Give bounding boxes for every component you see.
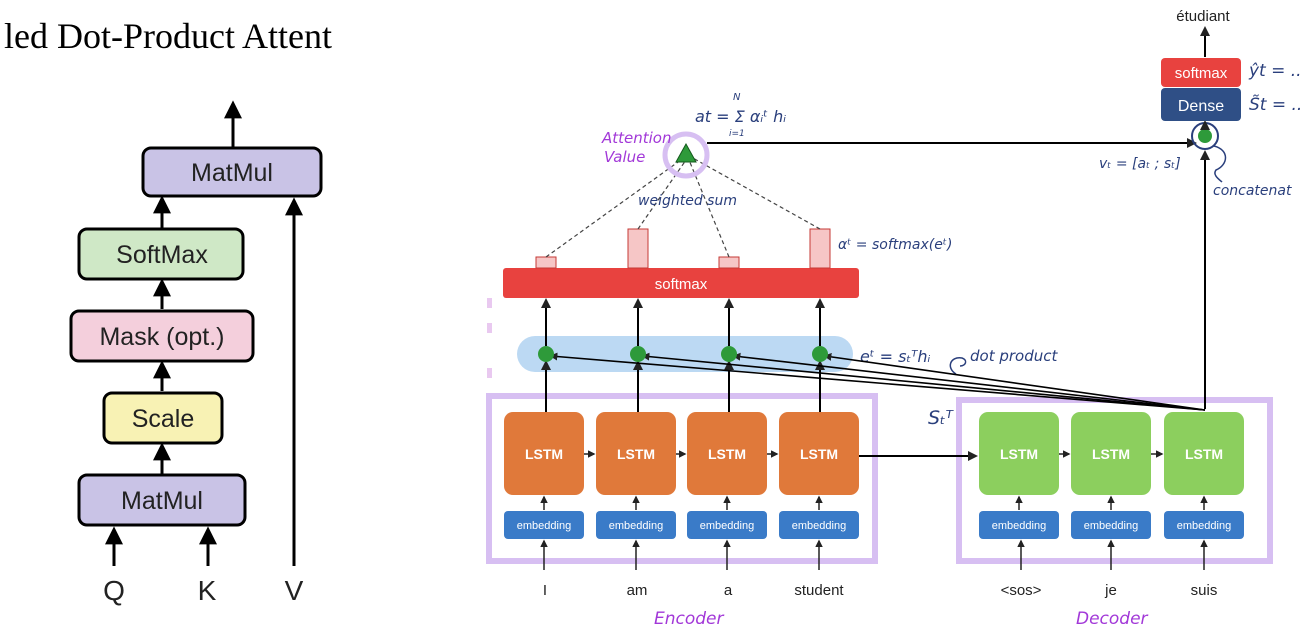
softmax-label: SoftMax: [116, 241, 208, 269]
enc-embed-4: [779, 511, 859, 539]
e-formula: eᵗ = sₜᵀhᵢ: [860, 347, 930, 366]
matmul-bottom-label: MatMul: [121, 487, 203, 515]
edge-mark-3: [487, 368, 492, 378]
decoder-label: Decoder: [1076, 609, 1149, 629]
enc-embed-2: [596, 511, 676, 539]
input-v: V: [285, 575, 304, 606]
dec-embed-3: [1164, 511, 1244, 539]
dash-line-4: [690, 156, 821, 230]
dec-lstm-3: [1164, 412, 1244, 495]
scale-label: Scale: [132, 405, 195, 433]
enc-embed-label-1: embedding: [517, 520, 571, 532]
softmax-bar: [503, 268, 859, 298]
matmul-top-label: MatMul: [191, 159, 273, 187]
alpha-bar-3: [718, 256, 740, 269]
matmul-top-block: [141, 146, 323, 198]
enc-lstm-label-1: LSTM: [525, 446, 563, 462]
score-node-3: [721, 346, 737, 362]
enc-word-3: a: [724, 582, 733, 599]
dense-label: Dense: [1178, 98, 1224, 115]
input-k: K: [198, 575, 217, 606]
attention-label-2: Value: [604, 148, 645, 166]
enc-lstm-4: [779, 412, 859, 495]
sum-bottom: i=1: [729, 129, 745, 139]
at-formula: at = Σ αᵢᵗ hᵢ: [695, 107, 786, 126]
enc-embed-label-2: embedding: [609, 520, 663, 532]
dec-word-2: je: [1104, 582, 1117, 599]
score-node-2: [630, 346, 646, 362]
softmax-bar-label: softmax: [655, 276, 708, 293]
encoder-columns: [538, 298, 1206, 412]
enc-word-4: student: [794, 582, 844, 599]
edge-mark-2: [487, 323, 492, 333]
input-q: Q: [103, 575, 125, 606]
alpha-bar-1: [535, 256, 557, 269]
mask-label: Mask (opt.): [99, 323, 224, 351]
dec-lstm-label-1: LSTM: [1000, 446, 1038, 462]
dec-lstm-label-3: LSTM: [1185, 446, 1223, 462]
dash-line-2: [637, 159, 687, 230]
score-node-4: [812, 346, 828, 362]
s-tilde-label: S̃t = ..: [1249, 94, 1300, 115]
alpha-bar-2: [627, 228, 649, 269]
v-formula: vₜ = [aₜ ; sₜ]: [1099, 156, 1181, 172]
concatenate-label: concatenat: [1213, 183, 1292, 199]
dec-embed-label-3: embedding: [1177, 520, 1231, 532]
s-t-label: Sₜᵀ: [928, 407, 955, 429]
weighted-sum-label: weighted sum: [638, 193, 737, 209]
encoder-label: Encoder: [654, 609, 725, 629]
enc-embed-label-3: embedding: [700, 520, 754, 532]
concat-curl: [1213, 145, 1227, 183]
dot-product-curl: [949, 357, 967, 375]
enc-lstm-label-3: LSTM: [708, 446, 746, 462]
dot-line-2: [641, 352, 1206, 411]
softmax-out-box: [1161, 58, 1241, 87]
dec-embed-label-2: embedding: [1084, 520, 1138, 532]
dec-word-3: suis: [1191, 582, 1218, 599]
attention-value-circle: [662, 131, 710, 179]
concat-node: [1198, 129, 1212, 143]
dec-lstm-label-2: LSTM: [1092, 446, 1130, 462]
softmax-out-label: softmax: [1175, 65, 1228, 82]
dash-line-1: [545, 156, 686, 258]
enc-lstm-label-2: LSTM: [617, 446, 655, 462]
enc-word-1: I: [543, 582, 547, 599]
dec-lstm-1: [979, 412, 1059, 495]
score-bar: [517, 336, 853, 372]
alpha-bar-4: [809, 228, 831, 269]
left-title: led Dot-Product Attent: [4, 16, 332, 56]
edge-mark-1: [487, 298, 492, 308]
dec-embed-1: [979, 511, 1059, 539]
enc-word-2: am: [627, 582, 648, 599]
encoder-frame: [486, 393, 878, 564]
dot-line-1: [549, 352, 1206, 411]
output-word: étudiant: [1176, 8, 1230, 25]
dec-lstm-2: [1071, 412, 1151, 495]
dot-line-4: [823, 352, 1206, 411]
dot-product-label: dot product: [970, 347, 1058, 365]
enc-embed-3: [687, 511, 767, 539]
enc-embed-label-4: embedding: [792, 520, 846, 532]
attention-label-1: Attention: [601, 129, 672, 147]
dec-embed-label-1: embedding: [992, 520, 1046, 532]
dec-word-1: <sos>: [1001, 582, 1042, 599]
enc-embed-1: [504, 511, 584, 539]
enc-lstm-2: [596, 412, 676, 495]
sum-top: N: [733, 92, 741, 103]
enc-lstm-1: [504, 412, 584, 495]
dense-box: [1161, 88, 1241, 121]
dot-line-3: [732, 352, 1206, 411]
enc-lstm-label-4: LSTM: [800, 446, 838, 462]
dec-embed-2: [1071, 511, 1151, 539]
y-hat-label: ŷt = ..: [1248, 61, 1300, 81]
matmul-bottom-block: [77, 473, 247, 527]
attention-value-triangle: [675, 142, 697, 163]
alpha-formula: αᵗ = softmax(eᵗ): [838, 237, 952, 253]
enc-lstm-3: [687, 412, 767, 495]
score-node-1: [538, 346, 554, 362]
